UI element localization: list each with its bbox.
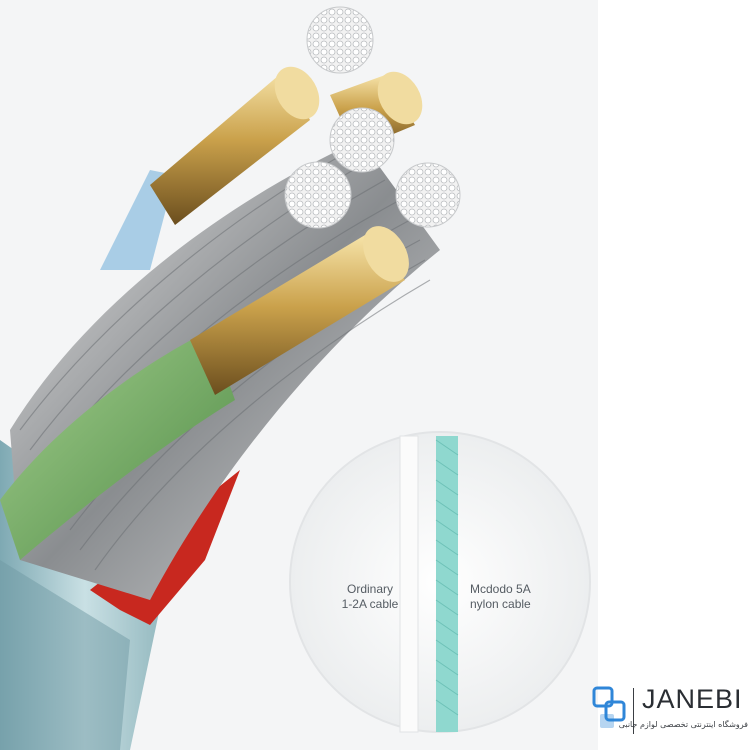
gold-conductor-bottom — [190, 226, 409, 395]
brand-watermark: JANEBI فروشگاه اینترنتی تخصصی لوازم جانب… — [590, 684, 748, 740]
brand-divider — [633, 688, 634, 734]
strand-bundle-2 — [329, 107, 395, 173]
nylon-cable-label-line1: Mcdodo 5A — [470, 582, 531, 596]
nylon-braided-cable — [436, 436, 458, 732]
brand-tagline: فروشگاه اینترنتی تخصصی لوازم جانبی — [618, 720, 748, 729]
gold-conductor-top-left — [150, 66, 320, 225]
ordinary-cable-label-line1: Ordinary — [346, 582, 393, 596]
ordinary-cable-label-line2: 1-2A cable — [341, 597, 399, 611]
nylon-cable-label: Mcdodo 5A nylon cable — [470, 582, 531, 612]
nylon-cable-label-line2: nylon cable — [470, 597, 531, 611]
brand-name: JANEBI — [642, 684, 743, 714]
background-strip — [598, 0, 750, 750]
strand-bundle-3 — [284, 161, 352, 229]
strand-bundle-1 — [306, 6, 374, 74]
ordinary-cable-label: Ordinary 1-2A cable — [330, 582, 410, 612]
strand-bundle-4 — [395, 162, 461, 228]
ordinary-cable — [399, 435, 419, 733]
green-insulation — [0, 330, 235, 560]
janebi-logo-icon — [592, 686, 626, 728]
